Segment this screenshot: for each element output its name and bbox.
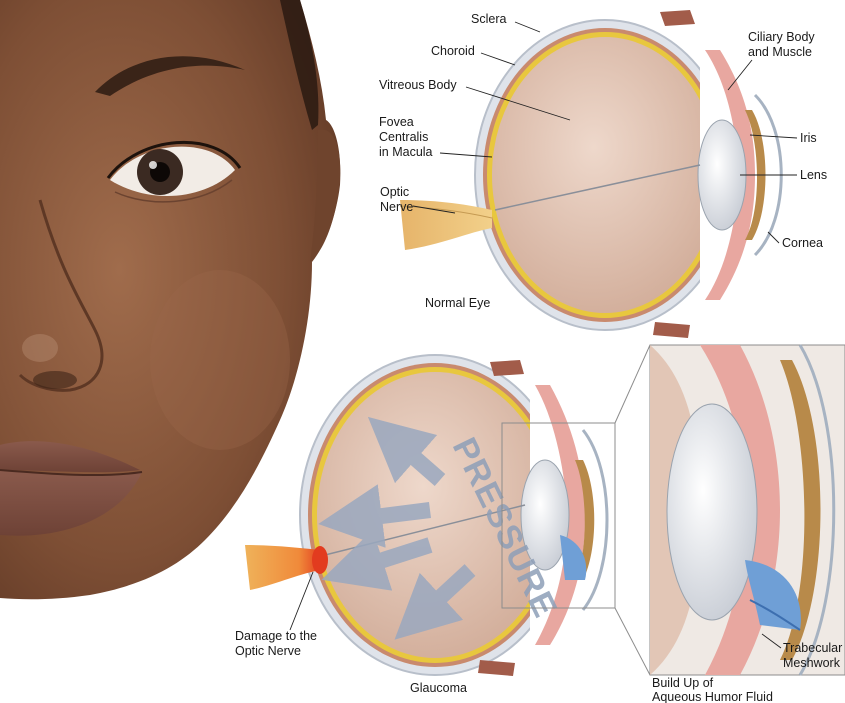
label-ciliary-1: Ciliary Body: [748, 30, 815, 44]
label-iris: Iris: [800, 131, 817, 145]
label-trabecular-2: Meshwork: [783, 656, 841, 670]
label-optic-1: Optic: [380, 185, 409, 199]
label-fovea-1: Fovea: [379, 115, 414, 129]
label-fovea-3: in Macula: [379, 145, 433, 159]
normal-eye-caption: Normal Eye: [425, 296, 490, 310]
glaucoma-eye-diagram: PRESSURE: [245, 355, 615, 676]
label-choroid: Choroid: [431, 44, 475, 58]
label-trabecular-1: Trabecular: [783, 641, 842, 655]
label-ciliary-2: and Muscle: [748, 45, 812, 59]
detail-panel: [650, 345, 845, 675]
label-damage-1: Damage to the: [235, 629, 317, 643]
label-sclera: Sclera: [471, 12, 506, 26]
label-optic-2: Nerve: [380, 200, 413, 214]
face-illustration: [0, 0, 340, 599]
label-fovea-2: Centralis: [379, 130, 428, 144]
label-vitreous-body: Vitreous Body: [379, 78, 457, 92]
label-lens: Lens: [800, 168, 827, 182]
label-damage-2: Optic Nerve: [235, 644, 301, 658]
normal-eye-diagram: [400, 10, 790, 338]
glaucoma-caption: Glaucoma: [410, 681, 467, 695]
detail-caption-2: Aqueous Humor Fluid: [652, 690, 773, 703]
detail-caption-1: Build Up of: [652, 676, 714, 690]
label-cornea: Cornea: [782, 236, 823, 250]
